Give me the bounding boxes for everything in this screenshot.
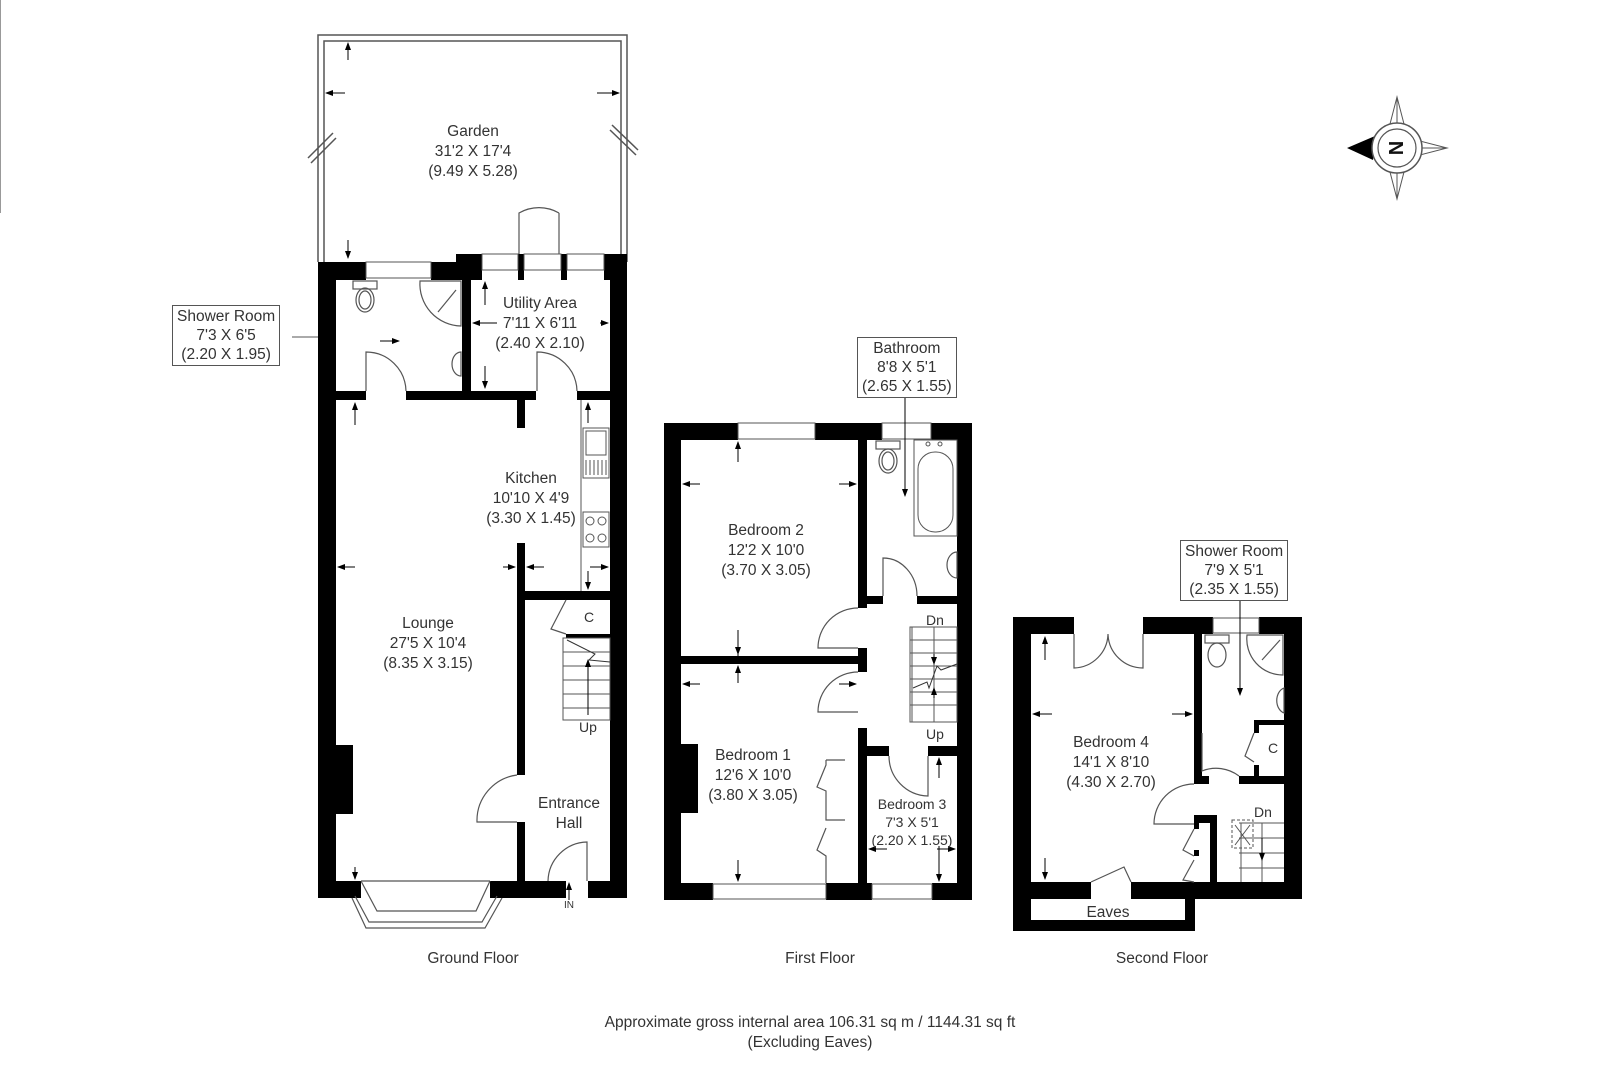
room-label-garden: Garden 31'2 X 17'4 (9.49 X 5.28) (428, 123, 518, 180)
basin (451, 351, 462, 377)
floor-label-second: Second Floor (1115, 950, 1209, 967)
room-label-bedroom-2: Bedroom 2 12'2 X 10'0 (3.70 X 3.05) (721, 522, 811, 579)
excluding-eaves-text: (Excluding Eaves) (747, 1034, 873, 1051)
room-label-shower-room-second: Shower Room 7'9 X 5'1 (2.35 X 1.55) (1180, 540, 1289, 601)
ground-floor-stairs (562, 637, 611, 721)
floor-label-first: First Floor (785, 950, 855, 967)
cupboard-marker: C (1267, 740, 1279, 756)
stairs-up-marker: Up (579, 719, 597, 735)
room-label-bathroom: Bathroom 8'8 X 5'1 (2.65 X 1.55) (857, 337, 957, 398)
first-floor-stairs (909, 626, 958, 723)
bath (913, 439, 958, 537)
compass-north-icon (1347, 95, 1449, 201)
entrance-marker: IN (564, 900, 574, 911)
basin (946, 551, 958, 579)
kitchen-units (580, 400, 610, 591)
stairs-up-marker: Up (926, 726, 944, 742)
room-label-entrance-hall: Entrance Hall (537, 795, 601, 832)
stairs-down-marker: Dn (1254, 804, 1272, 820)
second-floor-doors (1073, 633, 1255, 883)
room-label-lounge: Lounge 27'5 X 10'4 (8.35 X 3.15) (383, 615, 473, 672)
ground-floor-walls (318, 254, 627, 898)
first-floor-walls (664, 423, 972, 900)
ground-floor-doors (0, 0, 588, 882)
room-label-bedroom-1: Bedroom 1 12'6 X 10'0 (3.80 X 3.05) (708, 747, 798, 804)
ground-floor-plan (0, 0, 639, 929)
basin (1276, 687, 1285, 714)
stairs-down-marker: Dn (926, 612, 944, 628)
toilet (352, 280, 378, 313)
bay-window (351, 880, 503, 929)
room-label-eaves: Eaves (1086, 904, 1130, 921)
garden-boundary (307, 34, 639, 262)
room-label-bedroom-4: Bedroom 4 14'1 X 8'10 (4.30 X 2.70) (1066, 734, 1156, 791)
toilet (1204, 634, 1230, 644)
gross-area-note: Approximate gross internal area 106.31 s… (605, 1013, 1016, 1053)
shower-tray (1246, 634, 1284, 676)
room-label-kitchen: Kitchen 10'10 X 4'9 (3.30 X 1.45) (486, 470, 576, 527)
compass-letter: N (1386, 140, 1408, 156)
second-floor-plan (1013, 600, 1302, 931)
second-floor-walls (1013, 617, 1302, 931)
floor-label-ground: Ground Floor (427, 950, 519, 967)
room-label-bedroom-3: Bedroom 3 7'3 X 5'1 (2.20 X 1.55) (871, 796, 953, 848)
room-label-shower-room-ground: Shower Room 7'3 X 6'5 (2.20 X 1.95) (172, 305, 281, 366)
toilet (875, 440, 901, 474)
first-floor-doors (816, 557, 929, 883)
first-floor-plan (664, 397, 972, 900)
gross-area-text: Approximate gross internal area 106.31 s… (604, 1014, 1016, 1031)
shower-tray (419, 280, 462, 327)
cupboard-marker: C (583, 609, 595, 625)
room-label-utility-area: Utility Area 7'11 X 6'11 (2.40 X 2.10) (495, 295, 585, 352)
second-floor-stairs (1231, 819, 1284, 882)
